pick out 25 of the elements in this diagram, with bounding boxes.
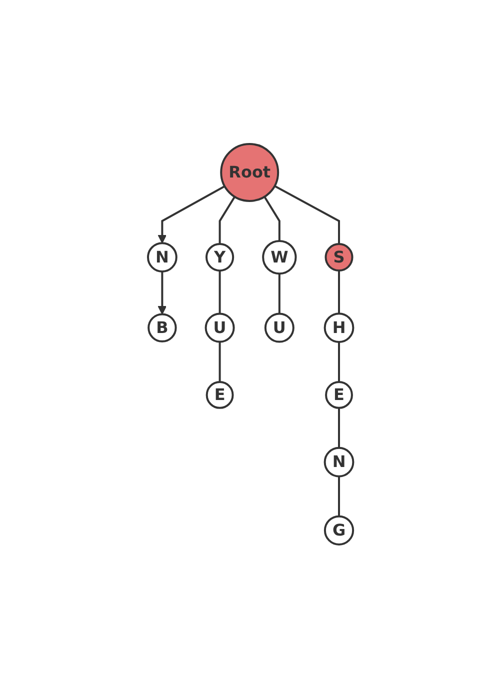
node-circle: U (264, 313, 295, 344)
connector (274, 185, 340, 244)
connector (338, 408, 340, 448)
node-circle: N (324, 447, 355, 478)
arrow (158, 272, 167, 315)
node-circle: N (147, 242, 178, 273)
node-circle: Root (220, 143, 280, 202)
node-circle: G (324, 516, 354, 546)
connector (219, 342, 222, 382)
connector (338, 270, 340, 314)
node-circle: E (325, 381, 354, 410)
node-circle: E (206, 381, 234, 410)
node-circle: B (148, 313, 178, 343)
connector (338, 476, 340, 517)
node-circle: H (324, 312, 355, 344)
connector (338, 342, 340, 382)
node-circle: S (325, 243, 354, 272)
connector (219, 270, 222, 314)
connector (264, 196, 281, 242)
node-circle: U (205, 313, 236, 344)
arrow (158, 186, 226, 244)
connector (219, 196, 236, 244)
node-circle: Y (206, 243, 234, 272)
connector (278, 274, 281, 314)
node-circle: W (262, 240, 298, 275)
